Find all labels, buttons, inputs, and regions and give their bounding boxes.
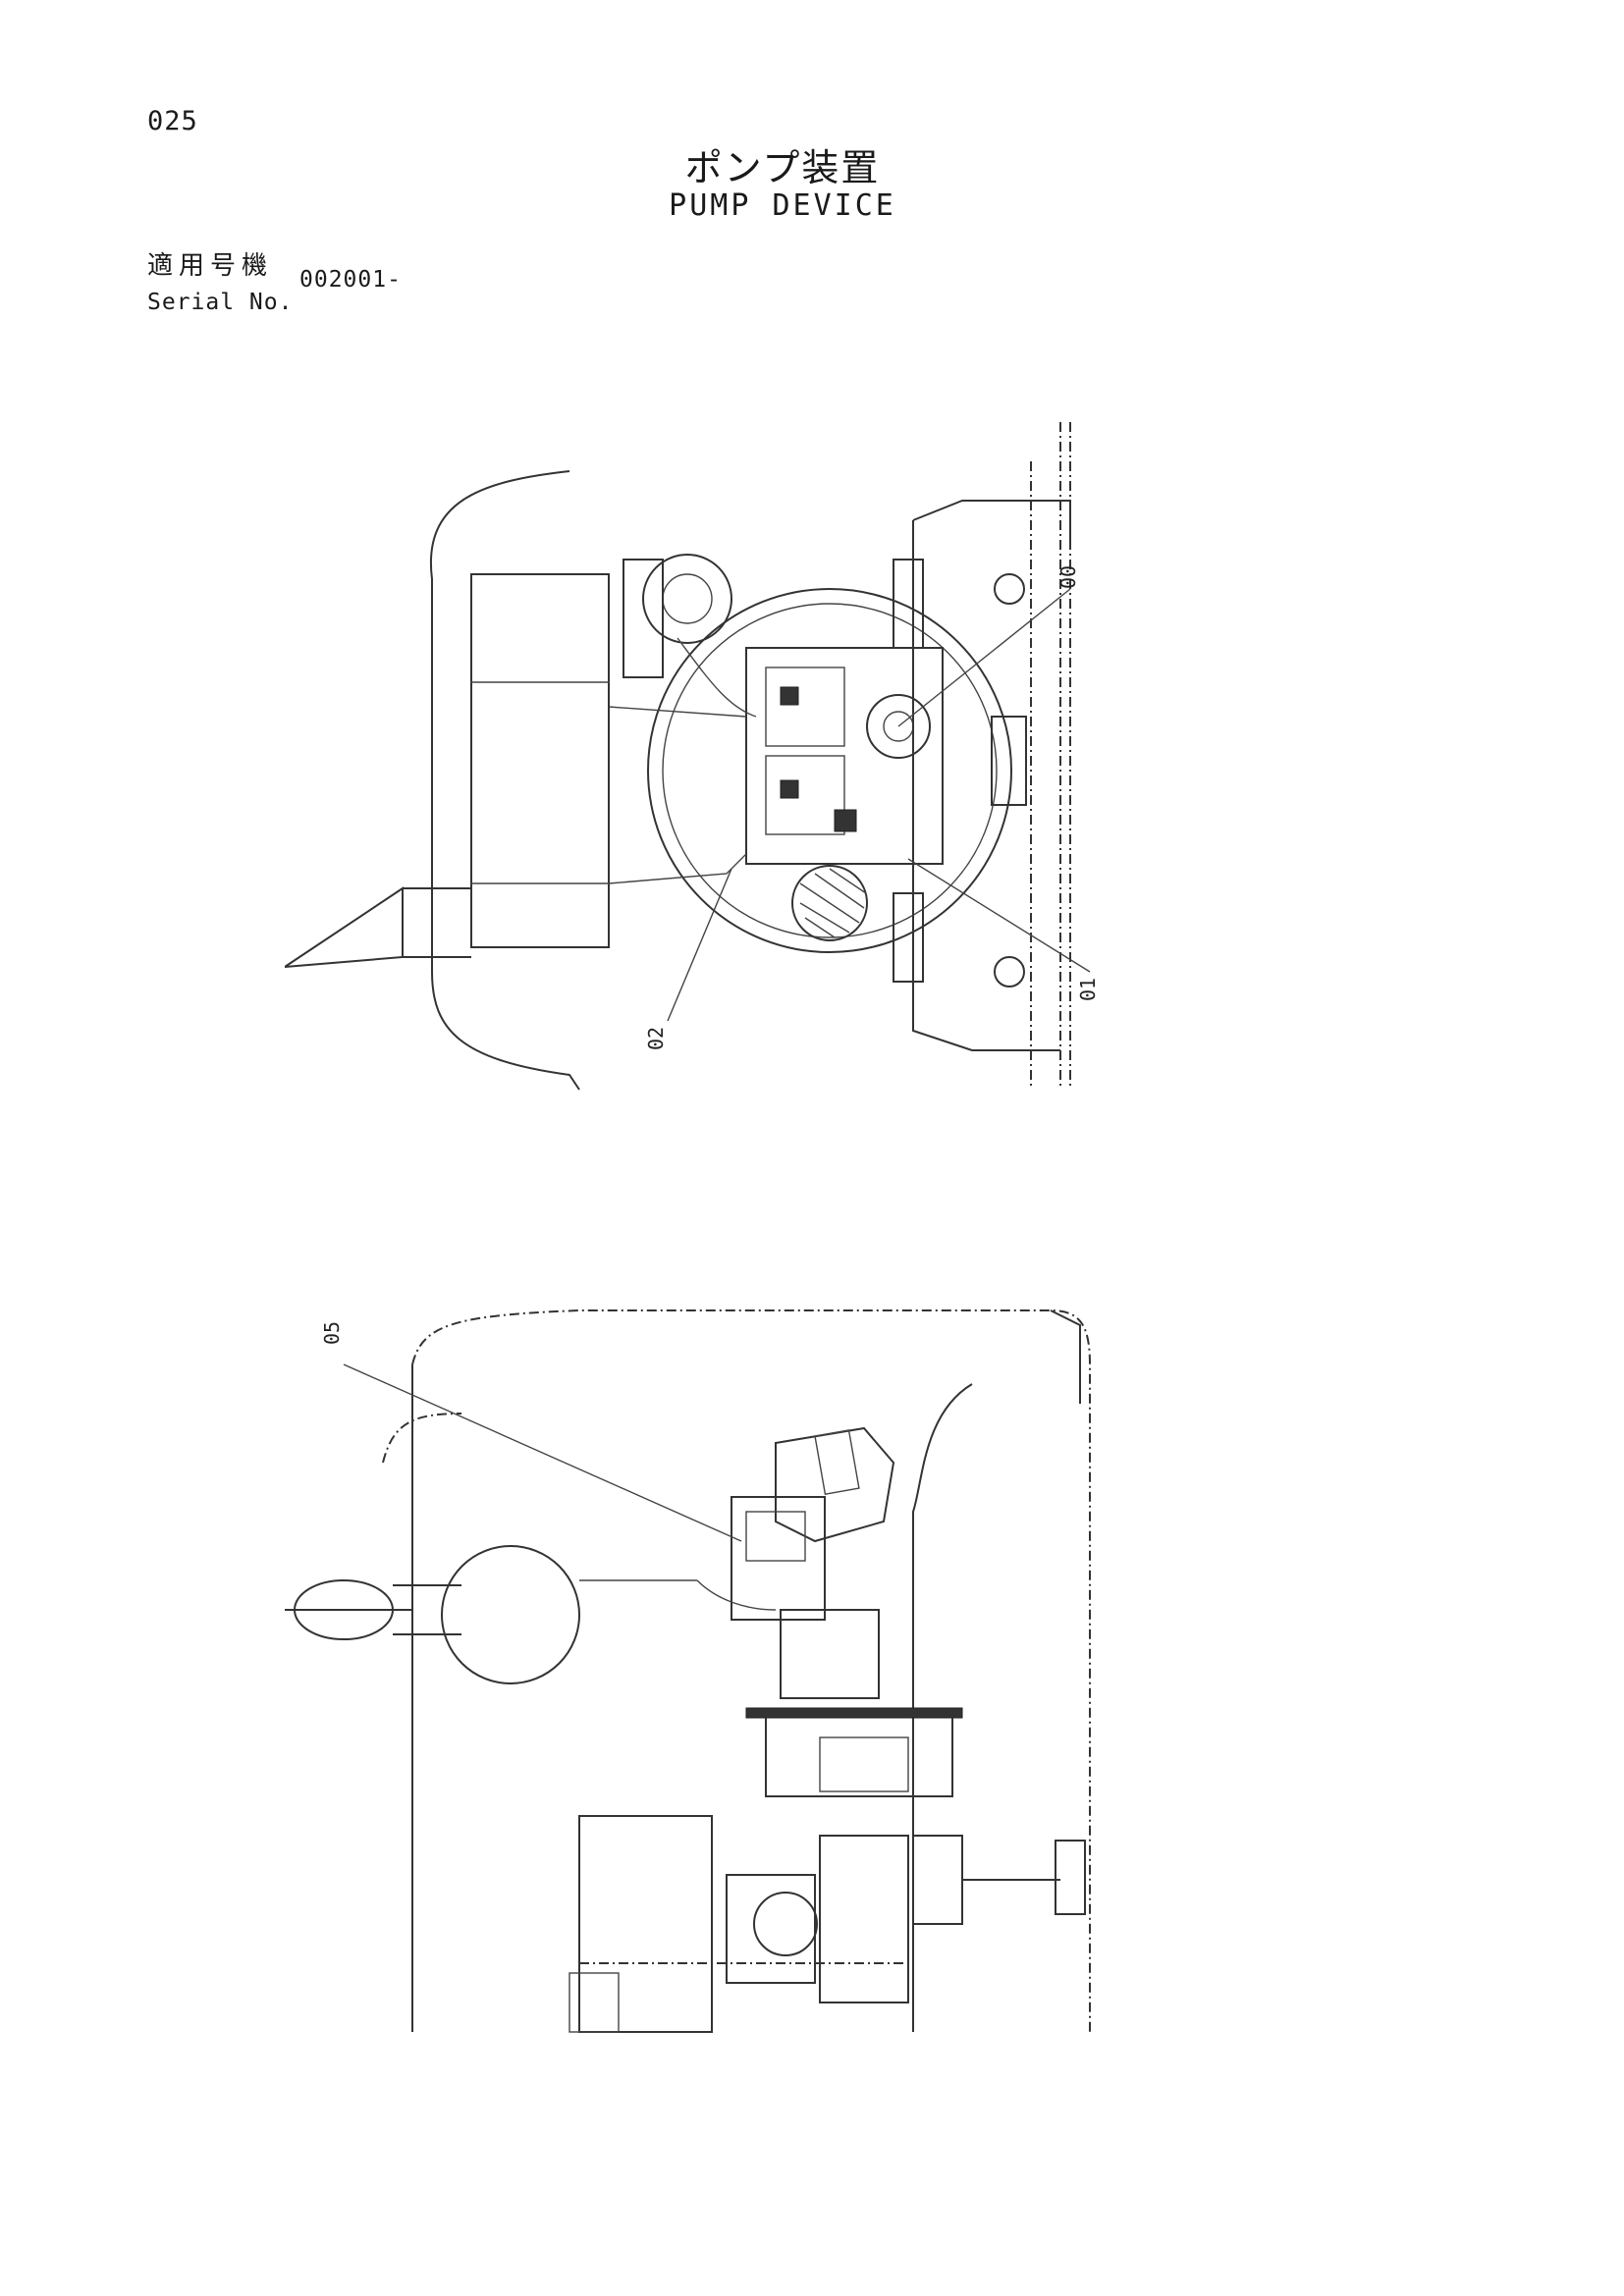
- top-view-drawing: 00 01 02: [285, 422, 1100, 1091]
- callout-01: 01: [1076, 978, 1100, 1001]
- serial-number-value: 002001-: [299, 267, 402, 293]
- serial-label-japanese: 適用号機: [147, 251, 274, 281]
- callout-05: 05: [320, 1321, 344, 1345]
- page-title-japanese: ポンプ装置: [684, 146, 881, 189]
- callout-02: 02: [644, 1027, 668, 1050]
- side-view-drawing: 05: [285, 1309, 1091, 2033]
- page-number: 025: [147, 106, 198, 136]
- callout-00: 00: [1056, 565, 1080, 589]
- page-title-english: PUMP DEVICE: [669, 188, 896, 223]
- serial-label-english: Serial No.: [147, 290, 294, 315]
